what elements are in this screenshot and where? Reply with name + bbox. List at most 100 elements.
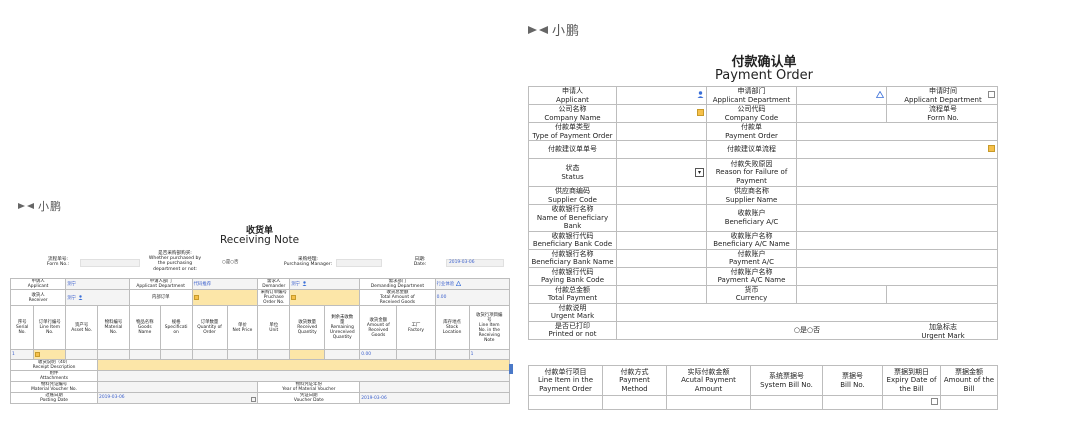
col-receiving-line: 收货行项目编 号 Line Item No. in the Receiving …	[468, 305, 511, 350]
date-label: 日期: Date:	[413, 257, 427, 268]
company-name-field[interactable]	[616, 104, 707, 123]
pay-bank-code-field[interactable]	[616, 266, 707, 286]
attachments-field[interactable]	[97, 370, 510, 382]
add-row-tab[interactable]	[509, 364, 513, 374]
manager-field[interactable]	[336, 259, 382, 267]
payment-order-field[interactable]	[796, 122, 998, 141]
col-goods-name: 物品名称 Goods Name	[128, 305, 161, 350]
order-qty-cell[interactable]	[191, 349, 228, 360]
pay-ac-name-field[interactable]	[796, 266, 998, 286]
brand-logo: 小鹏	[18, 198, 62, 214]
printed-radio[interactable]: ○是○否	[616, 320, 998, 340]
receipt-desc-label: 收货说明（40） Receipt Description	[9, 359, 99, 371]
purchased-radio[interactable]: ○是○否	[222, 260, 239, 265]
expiry-date-cell[interactable]	[882, 395, 941, 410]
received-qty-cell[interactable]	[289, 349, 326, 360]
apply-time-field[interactable]	[908, 86, 998, 105]
total-received-label: 收货总金额 Total Amount of Received Goods	[359, 289, 436, 306]
receipt-desc-field[interactable]	[97, 359, 510, 371]
bene-ac-name-field[interactable]	[796, 230, 998, 250]
remaining-qty-cell[interactable]	[324, 349, 361, 360]
user-icon[interactable]	[697, 91, 704, 98]
supplier-code-field[interactable]	[616, 186, 707, 205]
goods-name-cell[interactable]	[128, 349, 161, 360]
picker-icon[interactable]	[193, 294, 199, 300]
urgent-flag-spacer	[886, 284, 909, 304]
receiver-value: 测宁	[67, 295, 76, 301]
bene-bank-field[interactable]	[616, 204, 707, 232]
bene-bank-code-field[interactable]	[616, 230, 707, 250]
suggest-no-label: 付款建议单单号	[528, 140, 617, 159]
picker-icon[interactable]	[291, 294, 297, 300]
asset-cell[interactable]	[65, 349, 99, 360]
receiving-line-cell[interactable]: 1	[468, 349, 511, 360]
suggest-flow-field[interactable]	[796, 140, 998, 159]
applicant-field[interactable]: 测宁	[65, 278, 130, 290]
line-item-cell[interactable]	[33, 349, 67, 360]
calendar-icon[interactable]	[931, 397, 938, 405]
applicant-dept-field[interactable]	[796, 86, 887, 105]
date-field[interactable]: 2019-03-06	[446, 259, 504, 267]
posting-date-field[interactable]: 2019-03-06	[97, 392, 259, 404]
user-icon[interactable]	[78, 294, 83, 300]
net-price-cell[interactable]	[226, 349, 259, 360]
bill-amount-cell[interactable]	[940, 395, 998, 410]
company-code-field[interactable]	[796, 104, 887, 123]
bill-no-cell[interactable]	[822, 395, 883, 410]
picker-icon[interactable]	[988, 144, 995, 152]
printed-label: 是否已打印 Printed or not	[528, 320, 617, 340]
amount-cell[interactable]: 0.00	[359, 349, 398, 360]
internal-order-field[interactable]	[191, 289, 259, 306]
pay-ac-field[interactable]	[796, 248, 998, 268]
po-no-field[interactable]	[289, 289, 361, 306]
supplier-name-label: 供应商名称 Supplier Name	[706, 186, 797, 205]
calendar-icon[interactable]	[988, 90, 995, 98]
system-bill-cell[interactable]	[750, 395, 823, 410]
pay-bank-name-label: 付款银行名称 Beneficiary Bank Name	[528, 248, 617, 268]
voucher-no-label: 物料凭证编号 Material Voucher No.	[9, 381, 99, 393]
col-serial: 序号 Serial No.	[9, 305, 35, 350]
total-received-field[interactable]: 0.00	[434, 289, 511, 306]
type-field[interactable]	[616, 122, 707, 141]
voucher-date-field[interactable]: 2019-03-06	[359, 392, 510, 404]
failure-reason-label: 付款失败原因 Reason for Failure of Payment	[706, 158, 797, 187]
line-item-cell[interactable]	[528, 395, 603, 410]
demanding-dept-field[interactable]: 行业体验	[434, 278, 511, 290]
urgent-desc-field[interactable]	[616, 302, 998, 322]
bene-ac-field[interactable]	[796, 204, 998, 232]
user-icon[interactable]	[302, 281, 307, 286]
demander-field[interactable]: 测宁	[289, 278, 361, 290]
payment-method-cell[interactable]	[602, 395, 667, 410]
picker-icon[interactable]	[35, 351, 41, 357]
applicant-dept-field[interactable]: 代码推荐	[191, 278, 259, 290]
col-order-qty: 订单数量 Quantity of Order	[191, 305, 228, 350]
failure-reason-field[interactable]	[796, 158, 998, 187]
pay-bank-name-field[interactable]	[616, 248, 707, 268]
factory-cell[interactable]	[396, 349, 436, 360]
chevron-down-icon[interactable]: ▾	[695, 168, 704, 177]
suggest-no-field[interactable]	[616, 140, 707, 159]
org-icon[interactable]	[875, 90, 885, 98]
serial-cell[interactable]: 1	[9, 349, 35, 360]
actual-amount-cell[interactable]	[666, 395, 751, 410]
material-cell[interactable]	[97, 349, 130, 360]
demanding-dept-value: 行业体验	[436, 282, 455, 287]
calendar-icon[interactable]	[251, 396, 257, 402]
form-no-field[interactable]	[908, 104, 998, 123]
spec-cell[interactable]	[159, 349, 193, 360]
col-payment-method: 付款方式 Payment Method	[602, 365, 667, 396]
unit-cell[interactable]	[257, 349, 291, 360]
supplier-name-field[interactable]	[796, 186, 998, 205]
stock-location-cell[interactable]	[434, 349, 470, 360]
currency-field[interactable]	[796, 284, 887, 304]
picker-icon[interactable]	[697, 108, 704, 116]
urgent-flag-field[interactable]	[908, 284, 998, 304]
status-select[interactable]: ▾	[616, 158, 707, 187]
voucher-year-field[interactable]	[359, 381, 510, 393]
applicant-field[interactable]	[616, 86, 707, 105]
form-no-field[interactable]	[80, 259, 140, 267]
voucher-no-field[interactable]	[97, 381, 259, 393]
org-icon[interactable]	[455, 280, 462, 286]
total-field[interactable]	[616, 284, 707, 304]
receiver-field[interactable]: 测宁	[65, 289, 130, 306]
